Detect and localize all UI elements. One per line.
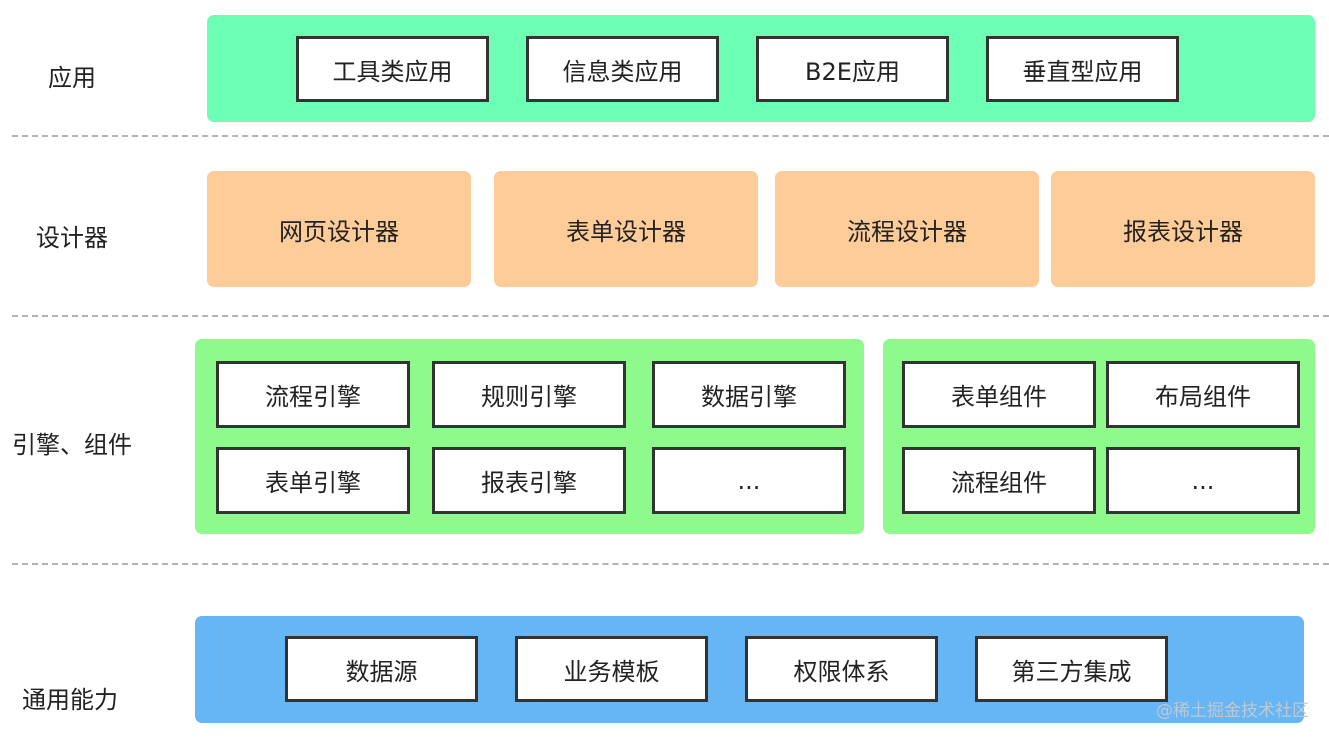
layer-divider-1: [12, 135, 1329, 137]
app-box-info: 信息类应用: [526, 36, 719, 102]
row-label-apps: 应用: [48, 64, 96, 92]
engine-box-form: 表单引擎: [216, 447, 410, 514]
engine-box-report: 报表引擎: [432, 447, 626, 514]
component-panel: 表单组件 布局组件 流程组件 ...: [883, 339, 1315, 534]
layer-divider-3: [12, 563, 1329, 565]
common-panel: 数据源 业务模板 权限体系 第三方集成: [195, 616, 1304, 723]
layer-divider-2: [12, 315, 1329, 317]
app-box-tools: 工具类应用: [296, 36, 489, 102]
watermark: @稀土掘金技术社区: [1156, 701, 1309, 721]
common-box-datasource: 数据源: [285, 636, 478, 702]
row-label-engines: 引擎、组件: [12, 431, 132, 459]
common-box-integration: 第三方集成: [975, 636, 1168, 702]
designer-box-form: 表单设计器: [494, 171, 758, 287]
engine-box-data: 数据引擎: [652, 361, 846, 428]
row-label-common: 通用能力: [22, 686, 118, 714]
component-box-flow: 流程组件: [902, 447, 1096, 514]
component-box-form: 表单组件: [902, 361, 1096, 428]
engine-box-rule: 规则引擎: [432, 361, 626, 428]
component-box-layout: 布局组件: [1106, 361, 1300, 428]
row-label-designers: 设计器: [36, 224, 108, 252]
engine-panel: 流程引擎 规则引擎 数据引擎 表单引擎 报表引擎 ...: [195, 339, 864, 534]
apps-panel: 工具类应用 信息类应用 B2E应用 垂直型应用: [207, 15, 1315, 122]
designer-box-flow: 流程设计器: [775, 171, 1039, 287]
common-box-permission: 权限体系: [745, 636, 938, 702]
common-box-template: 业务模板: [515, 636, 708, 702]
app-box-b2e: B2E应用: [756, 36, 949, 102]
app-box-vertical: 垂直型应用: [986, 36, 1179, 102]
component-box-more: ...: [1106, 447, 1300, 514]
designer-box-web: 网页设计器: [207, 171, 471, 287]
engine-box-more: ...: [652, 447, 846, 514]
designer-box-report: 报表设计器: [1051, 171, 1315, 287]
engine-box-flow: 流程引擎: [216, 361, 410, 428]
